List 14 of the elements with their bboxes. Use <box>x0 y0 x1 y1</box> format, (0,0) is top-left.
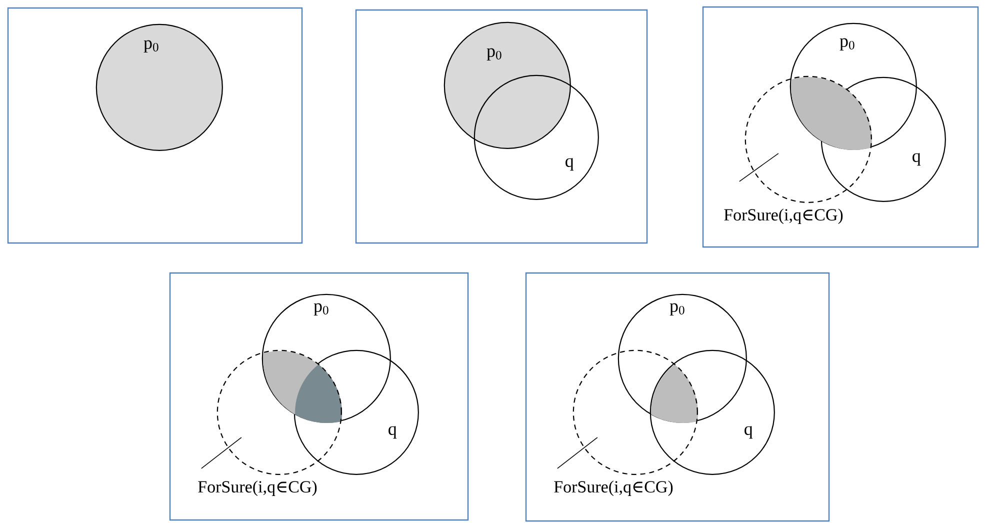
panel-frame <box>525 272 830 522</box>
panel-frame <box>355 9 648 244</box>
dashed-circle <box>744 76 872 203</box>
region-label: ForSure(i,q∈CG) <box>724 208 843 224</box>
region-label: ForSure(i,q∈CG) <box>198 480 317 496</box>
dashed-circle <box>572 350 698 475</box>
panel-frame <box>7 7 303 244</box>
leader-line <box>557 437 598 469</box>
region-label: ForSure(i,q∈CG) <box>554 480 673 496</box>
panel-frame <box>169 272 469 521</box>
panel-frame <box>702 6 979 248</box>
dashed-circle <box>216 350 342 475</box>
leader-line <box>201 437 242 469</box>
leader-line <box>739 153 779 182</box>
